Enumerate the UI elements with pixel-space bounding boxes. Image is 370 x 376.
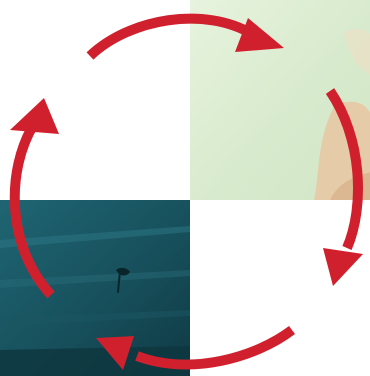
photo-top-right [190,0,370,200]
photo-bottom-left [0,200,190,376]
arrowhead-left-icon [10,98,59,134]
arrowhead-right-icon [323,248,363,286]
